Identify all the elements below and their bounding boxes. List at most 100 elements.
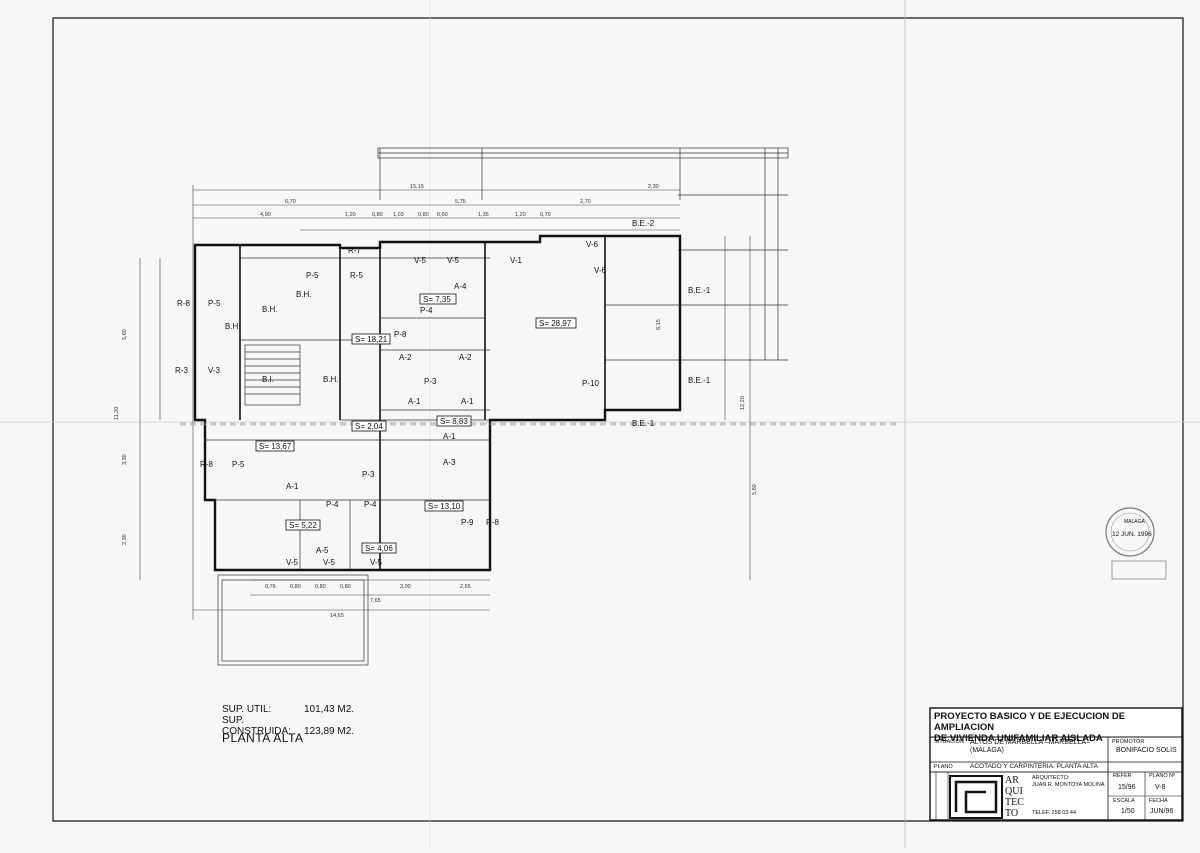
dim-label: 12,20 [740,396,746,410]
element-label: B.E.-1 [632,419,655,428]
room-area: S= 28,97 [539,319,572,328]
bottom-dimension-lines [139,236,751,611]
plano-no-value: V-8 [1155,784,1166,791]
building-walls [180,234,900,666]
dim-label: 11,20 [114,407,120,420]
element-label: P-4 [364,500,377,509]
element-label: P-4 [326,500,339,509]
dim-label: 15,15 [410,184,424,190]
room-area: S= 8,83 [440,417,468,426]
element-label: R-8 [177,299,190,308]
situacion-line2: (MALAGA) [970,747,1004,754]
element-label: P-9 [461,518,474,527]
dim-label: 1,20 [515,212,526,218]
element-label: B.E.-1 [688,286,711,295]
room-area: S= 7,35 [423,295,451,304]
title-block [929,707,1183,821]
project-title: PROYECTO BASICO Y DE EJECUCION DE AMPLIA… [934,711,1180,744]
dim-label: 7,65 [370,598,381,604]
refer-label: REFER [1113,773,1132,779]
surface-summary: SUP. UTIL:101,43 M2. SUP. CONSTRUIDA:123… [222,704,354,737]
promotor-label: PROMOTOR [1112,739,1145,745]
room-area-labels: S= 7,35 S= 28,97 S= 18,21 S= 8,83 S= 2,0… [255,293,577,554]
element-label: R-8 [486,518,499,527]
element-label: A-2 [459,353,472,362]
telefono: TELEF. 258 03 44 [1032,810,1077,816]
dim-label: 0,80 [372,212,383,218]
element-label: V-1 [510,256,523,265]
situacion-value: ALTOS DE MARBELLA –MARBELLA– (MALAGA) [970,739,1090,755]
room-area: S= 2,04 [355,422,383,431]
arquitecto-name: JUAN R. MONTOYA MOLINA [1032,781,1105,788]
plano-label: PLANO [934,764,953,770]
dim-label: 6,15 [656,319,662,330]
element-label: B.H. [296,290,312,299]
element-label: P-8 [394,330,407,339]
dim-label: 1,35 [478,212,489,218]
element-label: B.H. [323,375,339,384]
plan-title: PLANTA ALTA [222,731,304,745]
logo-line: AR [1005,775,1019,786]
element-label: R-5 [350,271,363,280]
logo-line: TO [1005,808,1019,819]
useful-surface-label: SUP. UTIL: [222,704,272,715]
plano-value: ACOTADO Y CARPINTERIA. PLANTA ALTA [970,763,1098,770]
element-label: P-4 [420,306,433,315]
element-label: V-5 [447,256,460,265]
arquitecto-info: ARQUITECTO: JUAN R. MONTOYA MOLINA [1032,775,1105,788]
dim-label: 1,03 [393,212,404,218]
dim-label: 2,65 [460,584,471,590]
element-label: V-5 [323,558,336,567]
element-label: V-5 [286,558,299,567]
room-area: S= 18,21 [355,335,388,344]
official-stamp [1105,507,1167,580]
dim-label: 1,20 [345,212,356,218]
logo-line: TEC [1005,797,1024,808]
room-area: S= 4,06 [365,544,393,553]
element-label: P-3 [424,377,437,386]
dim-label: 5,60 [752,484,758,495]
element-label: B.E.-1 [688,376,711,385]
stamp-city: MALAGA [1124,519,1146,525]
top-dimension-lines [192,185,680,620]
dim-label: 0,80 [340,584,351,590]
escala-label: ESCALA [1113,798,1135,804]
element-label: A-1 [461,397,474,406]
element-label: A-1 [443,432,456,441]
promotor-value: BONIFACIO SOLIS [1116,747,1177,754]
dim-label: 5,75 [455,199,466,205]
element-label: P-5 [232,460,245,469]
element-label: V-5 [370,558,383,567]
element-label: R-8 [200,460,213,469]
pergola [377,147,789,361]
element-label: R-7 [348,246,361,255]
element-label: P-5 [208,299,221,308]
dim-label: 6,70 [285,199,296,205]
room-area: S= 13,67 [259,442,292,451]
fecha-label: FECHA [1149,798,1168,804]
dim-label: 2,30 [648,184,659,190]
terrace [217,574,369,666]
situacion-line1: ALTOS DE MARBELLA –MARBELLA– [970,739,1090,746]
element-label: R-3 [175,366,188,375]
dim-label: 14,65 [330,613,344,619]
carpentry-labels: R-7 V-5 V-5 V-1 V-6 V-6 A-4 P-4 P-5 R-5 … [175,219,711,567]
element-label: V-3 [208,366,221,375]
dim-label: 0,70 [540,212,551,218]
sheet-border [52,17,1184,822]
dim-label: 0,60 [437,212,448,218]
element-label: A-1 [408,397,421,406]
staircase [244,344,301,406]
dim-label: 0,76 [265,584,276,590]
element-label: A-3 [443,458,456,467]
element-label: V-5 [414,256,427,265]
element-label: A-2 [399,353,412,362]
dim-label: 2,70 [580,199,591,205]
element-label: P-10 [582,379,599,388]
element-label: B.H. [262,305,278,314]
arquitecto-logo-text: AR QUI TEC TO [1005,775,1024,819]
room-area: S= 13,10 [428,502,461,511]
element-label: B.H. [225,322,241,331]
dim-label: 4,90 [260,212,271,218]
